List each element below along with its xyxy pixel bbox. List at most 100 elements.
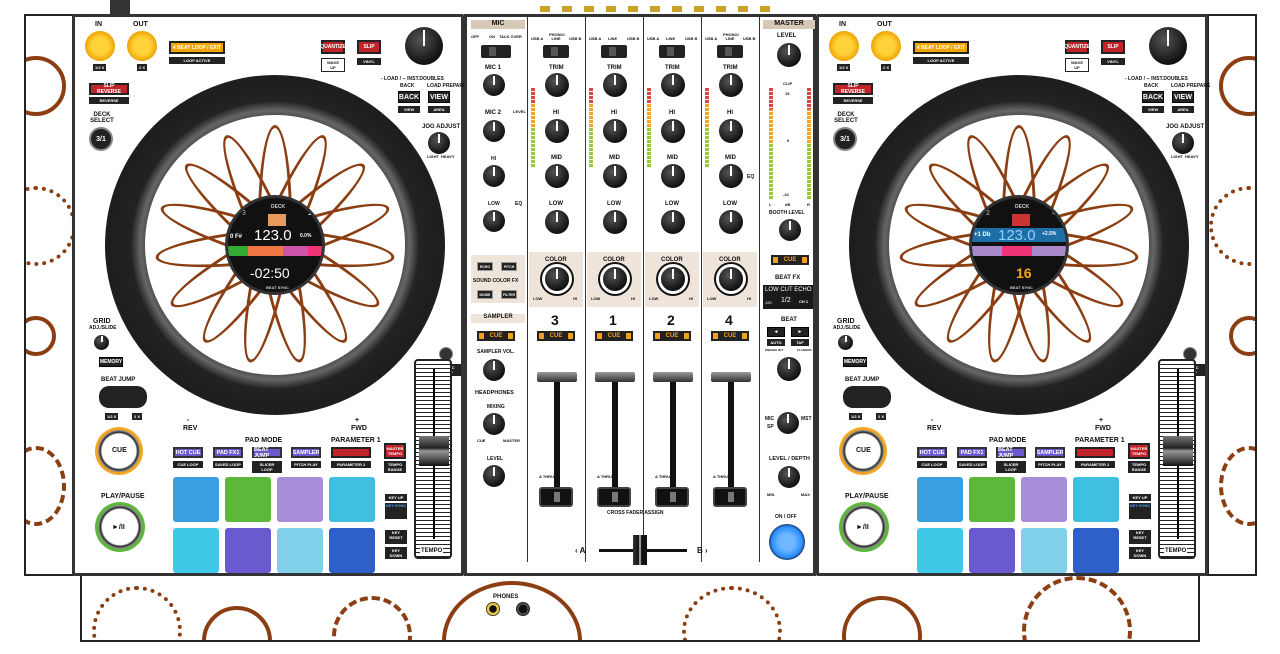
pad-mode-sampler[interactable]: SAMPLER	[291, 447, 321, 458]
mic-hi-knob[interactable]	[483, 165, 505, 187]
performance-pad-1[interactable]	[917, 477, 963, 522]
tempo-slider[interactable]: TEMPO	[414, 359, 452, 559]
ch4-low-knob[interactable]	[719, 210, 743, 234]
view-button[interactable]: VIEW	[428, 91, 450, 103]
performance-pad-5[interactable]	[917, 528, 963, 573]
crossfader-handle[interactable]	[633, 535, 647, 565]
ch1-color-knob[interactable]	[603, 267, 627, 291]
key-reset-button[interactable]: KEY RESET	[385, 530, 407, 544]
phones-jack-large[interactable]	[486, 602, 500, 616]
pad-mode-hot-cue[interactable]: HOT CUE	[173, 447, 203, 458]
performance-pad-4[interactable]	[1073, 477, 1119, 522]
play-pause-button[interactable]	[95, 502, 145, 552]
ch3-source-switch[interactable]	[543, 45, 569, 58]
ch2-color-knob[interactable]	[661, 267, 685, 291]
ch4-color-knob[interactable]	[719, 267, 743, 291]
cue-button[interactable]	[95, 427, 143, 475]
beat-loop-button[interactable]: 4 BEAT LOOP / EXIT	[913, 41, 969, 54]
ch2-mid-knob[interactable]	[661, 164, 685, 188]
beat-fx-on-off-button[interactable]	[769, 524, 805, 560]
pad-mode-beat-jump[interactable]: BEAT JUMP	[996, 447, 1026, 459]
key-sync-button[interactable]: KEY SYNC	[385, 503, 407, 519]
ch1-mid-knob[interactable]	[603, 164, 627, 188]
fx-filter-button[interactable]: FILTER	[501, 290, 517, 299]
tempo-slider-handle[interactable]	[1163, 436, 1193, 466]
ch4-mid-knob[interactable]	[719, 164, 743, 188]
grid-button[interactable]	[838, 335, 853, 350]
performance-pad-1[interactable]	[173, 477, 219, 522]
loop-in-button[interactable]	[85, 31, 115, 61]
ch4-fader-handle[interactable]	[711, 372, 751, 382]
ch1-cue-button[interactable]: CUE	[595, 331, 633, 341]
ch3-hi-knob[interactable]	[545, 119, 569, 143]
ch2-fader-handle[interactable]	[653, 372, 693, 382]
pad-mode-beat-jump[interactable]: BEAT JUMP	[252, 447, 282, 459]
quantize-button[interactable]: QUANTIZE	[320, 40, 346, 54]
ch4-trim-knob[interactable]	[719, 73, 743, 97]
ch3-color-knob[interactable]	[545, 267, 569, 291]
performance-pad-6[interactable]	[225, 528, 271, 573]
slip-button[interactable]: SLIP	[1101, 40, 1125, 54]
fx-echo-button[interactable]: ECHO	[477, 262, 493, 271]
beat-jump-buttons[interactable]	[99, 386, 147, 408]
fx-channel-select-knob[interactable]	[777, 412, 799, 434]
ch4-cue-button[interactable]: CUE	[711, 331, 749, 341]
ch3-low-knob[interactable]	[545, 210, 569, 234]
back-button[interactable]: BACK	[1142, 91, 1164, 103]
loop-out-button[interactable]	[127, 31, 157, 61]
performance-pad-8[interactable]	[329, 528, 375, 573]
ch3-cue-button[interactable]: CUE	[537, 331, 575, 341]
parameter-buttons[interactable]	[331, 447, 371, 458]
tempo-slider-handle[interactable]	[419, 436, 449, 466]
performance-pad-3[interactable]	[1021, 477, 1067, 522]
play-pause-button[interactable]	[839, 502, 889, 552]
master-cue-button[interactable]: CUE	[771, 255, 809, 265]
performance-pad-5[interactable]	[173, 528, 219, 573]
mic-low-knob[interactable]	[483, 210, 505, 232]
performance-pad-7[interactable]	[277, 528, 323, 573]
master-level-knob[interactable]	[777, 43, 801, 67]
headphone-level-knob[interactable]	[483, 465, 505, 487]
ch2-trim-knob[interactable]	[661, 73, 685, 97]
ch4-source-switch[interactable]	[717, 45, 743, 58]
loop-out-button[interactable]	[871, 31, 901, 61]
slip-reverse-button[interactable]: SLIP REVERSE	[89, 83, 129, 95]
sampler-vol-knob[interactable]	[483, 359, 505, 381]
ch1-source-switch[interactable]	[601, 45, 627, 58]
jog-platter[interactable]: DECK 3 1 0 F# 123.0 0.0% -02:50 BEAT SYN…	[145, 115, 405, 375]
jog-wheel[interactable]: DECK 2 4 +1 Db 123.0 +2.5% 16 BEAT SYNC	[849, 75, 1189, 415]
ch4-hi-knob[interactable]	[719, 119, 743, 143]
loop-in-button[interactable]	[829, 31, 859, 61]
key-reset-button[interactable]: KEY RESET	[1129, 530, 1151, 544]
beat-left-button[interactable]: ◄	[767, 327, 785, 337]
browse-knob[interactable]	[1149, 27, 1187, 65]
performance-pad-7[interactable]	[1021, 528, 1067, 573]
tempo-slider[interactable]: TEMPO	[1158, 359, 1196, 559]
master-tempo-button[interactable]: MASTER TEMPO	[384, 443, 406, 459]
beat-loop-button[interactable]: 4 BEAT LOOP / EXIT	[169, 41, 225, 54]
performance-pad-4[interactable]	[329, 477, 375, 522]
performance-pad-6[interactable]	[969, 528, 1015, 573]
beat-right-button[interactable]: ►	[791, 327, 809, 337]
pad-mode-sampler[interactable]: SAMPLER	[1035, 447, 1065, 458]
ch3-fader-handle[interactable]	[537, 372, 577, 382]
mic1-knob[interactable]	[483, 74, 505, 96]
ch2-cue-button[interactable]: CUE	[653, 331, 691, 341]
grid-button[interactable]	[94, 335, 109, 350]
phones-jack-small[interactable]	[516, 602, 530, 616]
memory-button[interactable]: MEMORY	[99, 357, 123, 367]
performance-pad-8[interactable]	[1073, 528, 1119, 573]
ch3-crossfader-assign[interactable]	[539, 487, 573, 507]
performance-pad-2[interactable]	[225, 477, 271, 522]
ch2-low-knob[interactable]	[661, 210, 685, 234]
jog-platter[interactable]: DECK 2 4 +1 Db 123.0 +2.5% 16 BEAT SYNC	[889, 115, 1149, 375]
mic2-knob[interactable]	[483, 120, 505, 142]
performance-pad-3[interactable]	[277, 477, 323, 522]
jog-adjust-knob[interactable]	[428, 132, 450, 154]
fx-pitch-button[interactable]: PITCH	[501, 262, 517, 271]
parameter-buttons[interactable]	[1075, 447, 1115, 458]
deck-select-button[interactable]: 3/1	[833, 127, 857, 151]
ch1-hi-knob[interactable]	[603, 119, 627, 143]
pad-mode-hot-cue[interactable]: HOT CUE	[917, 447, 947, 458]
back-button[interactable]: BACK	[398, 91, 420, 103]
